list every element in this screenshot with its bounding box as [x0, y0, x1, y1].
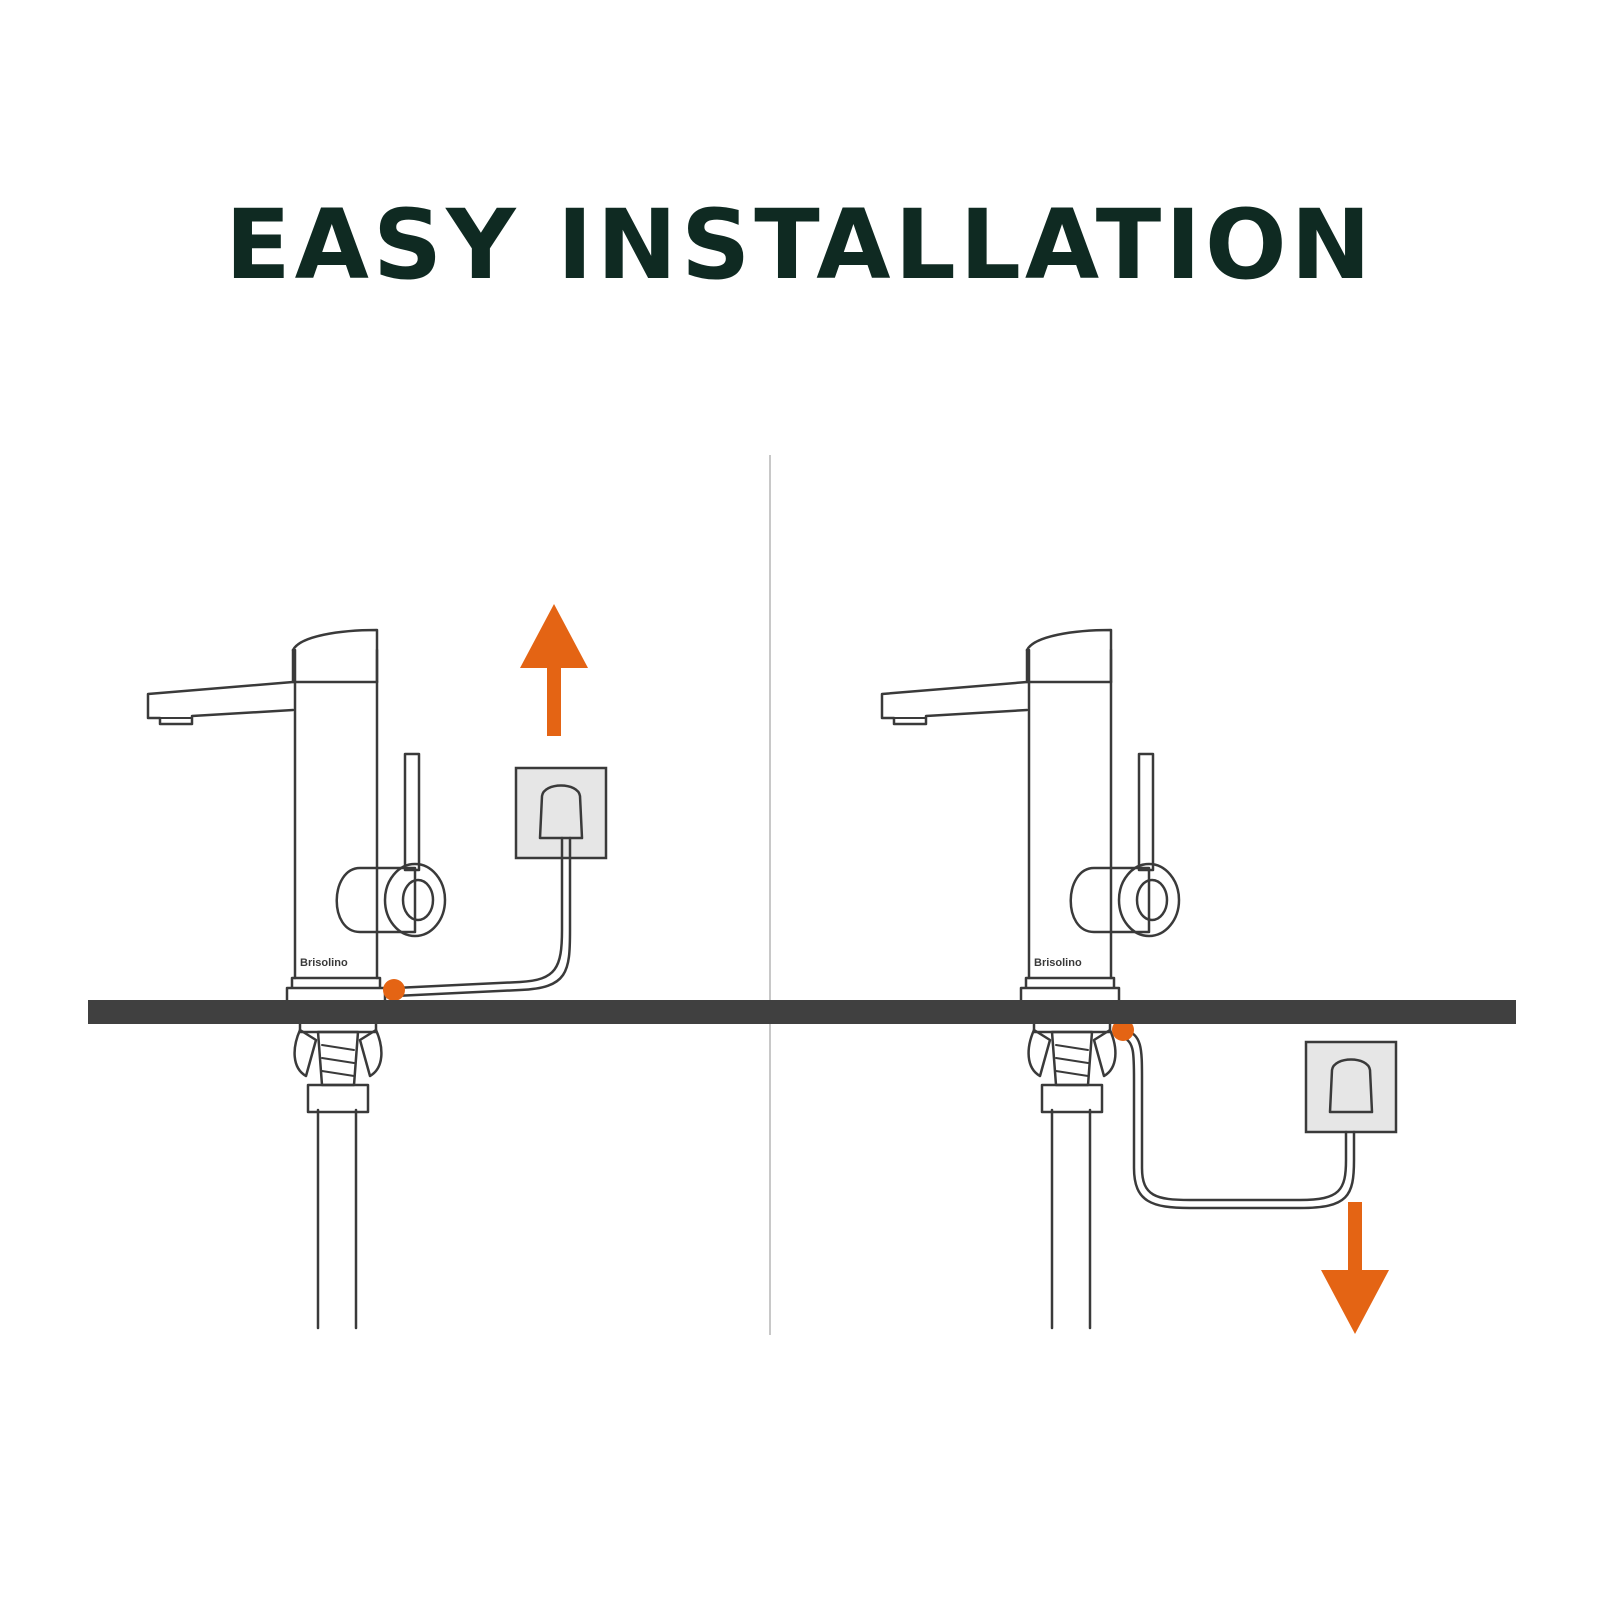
tap-right: [880, 628, 1181, 1330]
cable-connection-point-right: [1112, 1019, 1134, 1041]
arrow-up-icon: [520, 604, 588, 736]
tap-brand-label: Brisolino: [300, 957, 348, 969]
panel-above-counter: Brisolino: [146, 604, 608, 1330]
tap-brand-label: Brisolino: [1034, 957, 1082, 969]
arrow-down-icon: [1321, 1202, 1389, 1334]
power-cable-left: [393, 836, 564, 990]
page-title: EASY INSTALLATION: [225, 189, 1375, 301]
wall-socket-right: [1304, 1040, 1398, 1134]
panel-below-counter: Brisolino: [880, 628, 1398, 1334]
power-cable-right: [1122, 1028, 1348, 1202]
cable-connection-point-left: [383, 979, 405, 1001]
tap-left: [146, 628, 447, 1330]
